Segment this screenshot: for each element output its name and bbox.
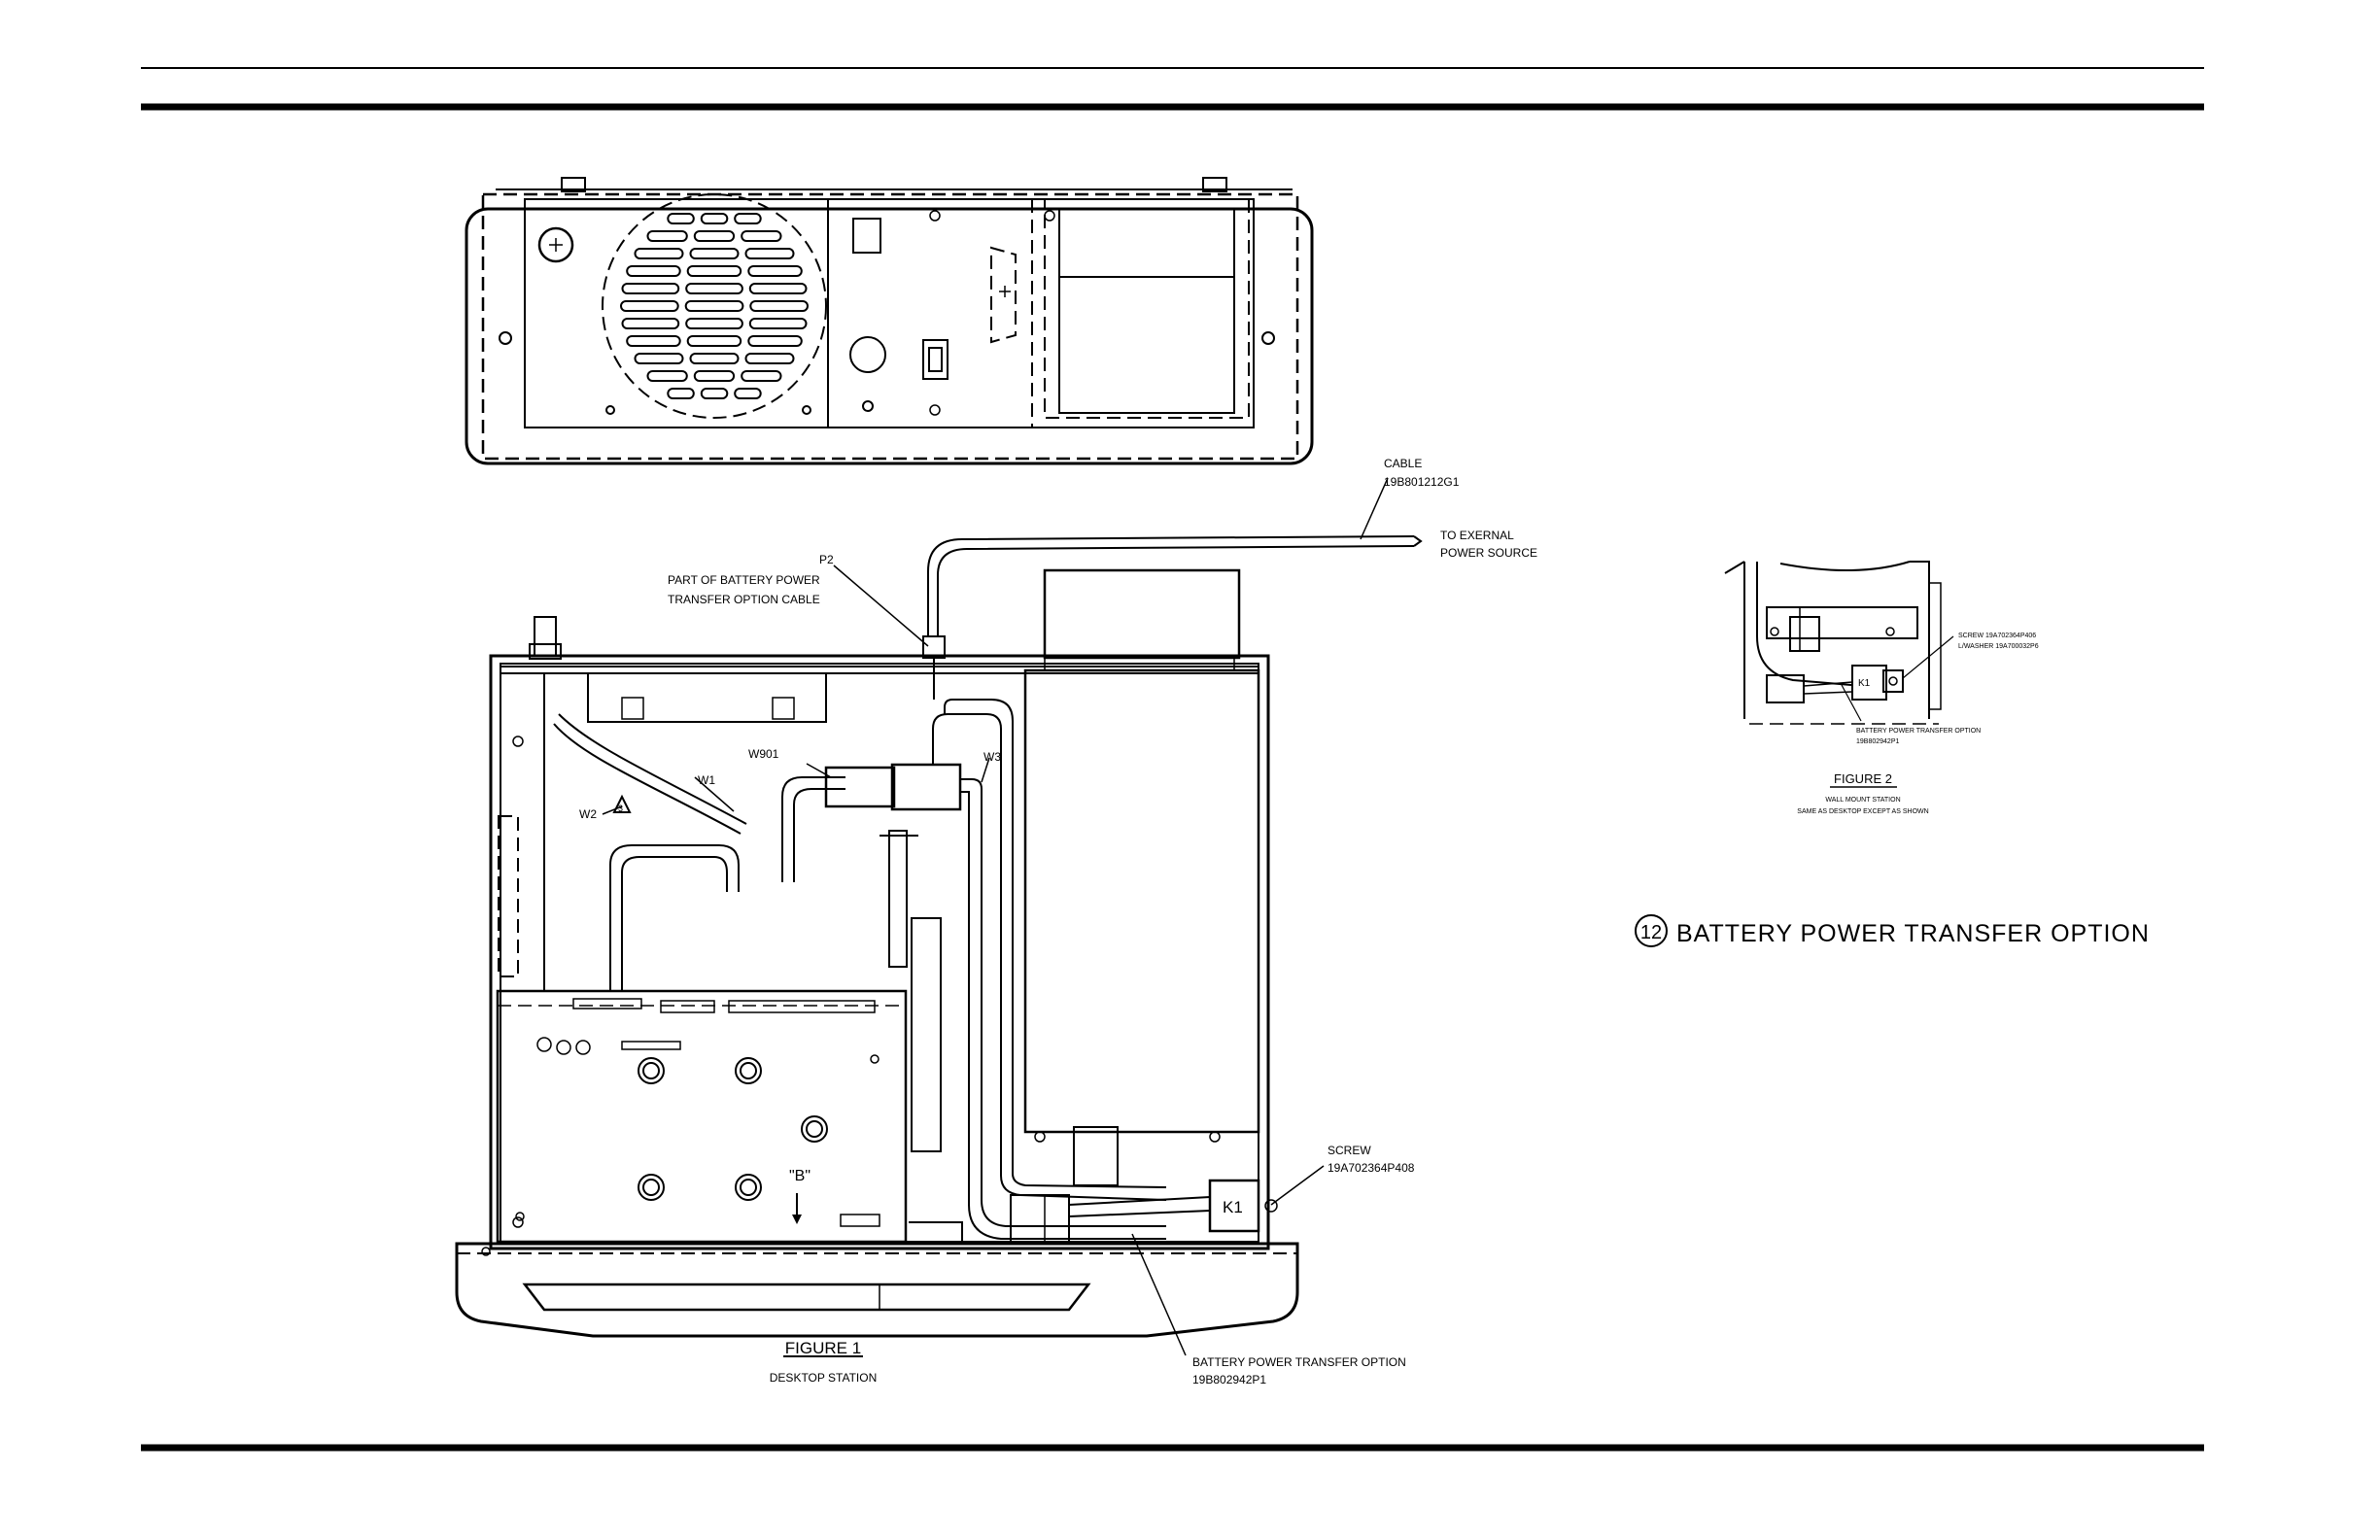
screw-part-number: 19A702364P408 xyxy=(1328,1161,1415,1175)
board-component-inner xyxy=(642,1062,660,1079)
board-component xyxy=(801,1115,828,1143)
figure1-caption: DESKTOP STATION xyxy=(770,1371,877,1385)
part-of-option-label-2: TRANSFER OPTION CABLE xyxy=(668,593,820,606)
section-title: BATTERY POWER TRANSFER OPTION xyxy=(1676,920,2150,947)
grille-slot xyxy=(685,318,743,329)
grille-slot xyxy=(646,370,688,382)
board-component-inner xyxy=(806,1120,823,1138)
w2-note-number: 3 xyxy=(618,804,623,813)
figure2-caption-2: SAME AS DESKTOP EXCEPT AS SHOWN xyxy=(1797,808,1928,815)
grille-slot xyxy=(693,230,736,242)
desktop-top-view xyxy=(455,477,1423,1357)
figure2-option-label-1: BATTERY POWER TRANSFER OPTION xyxy=(1856,728,1981,735)
figure1-title: FIGURE 1 xyxy=(785,1339,861,1357)
b-view-marker: "B" xyxy=(789,1168,811,1184)
w2-label: W2 xyxy=(579,807,597,821)
p2-label: P2 xyxy=(819,553,834,566)
figure2-screw-label-1: SCREW 19A702364P406 xyxy=(1958,633,2036,639)
grille-slot xyxy=(621,318,680,329)
grille-slot xyxy=(744,353,795,364)
board-component-inner xyxy=(740,1179,757,1196)
grille-slot xyxy=(734,213,762,224)
external-power-label-1: TO EXERNAL xyxy=(1440,529,1514,542)
cable-label: CABLE xyxy=(1384,457,1422,470)
board-component xyxy=(638,1174,665,1201)
grille-slot xyxy=(621,283,680,294)
figure2-caption-1: WALL MOUNT STATION xyxy=(1825,797,1900,804)
board-component xyxy=(735,1057,762,1084)
grille-slot xyxy=(646,230,688,242)
w1-label: W1 xyxy=(698,773,715,787)
grille-slot xyxy=(700,388,729,399)
grille-slot xyxy=(667,388,695,399)
grille-slot xyxy=(686,335,742,347)
grille-slot xyxy=(634,248,684,259)
figure2-detail xyxy=(1724,561,1954,788)
section-number-circle xyxy=(1635,914,1668,947)
board-component xyxy=(735,1174,762,1201)
figure2-k1-label: K1 xyxy=(1858,678,1871,689)
grille-slot xyxy=(689,353,740,364)
figure2-screw-label-2: L/WASHER 19A700032P6 xyxy=(1958,643,2039,650)
k1-relay xyxy=(1208,1179,1260,1233)
grille-slot xyxy=(734,388,762,399)
board-component-inner xyxy=(740,1062,757,1079)
k1-label: K1 xyxy=(1223,1198,1243,1216)
grille-slot xyxy=(620,300,679,312)
grille-slot xyxy=(747,335,803,347)
circuit-board xyxy=(496,989,908,1244)
board-component xyxy=(638,1057,665,1084)
grille-slot xyxy=(686,265,742,277)
figure2-title: FIGURE 2 xyxy=(1834,771,1892,786)
option-label-2: 19B802942P1 xyxy=(1192,1373,1266,1386)
grille-slot xyxy=(626,265,681,277)
power-jack-icon xyxy=(537,226,574,263)
grille-slot xyxy=(741,230,782,242)
grille-slot xyxy=(741,370,782,382)
screw-label: SCREW xyxy=(1328,1144,1371,1157)
figure2-option-label-2: 19B802942P1 xyxy=(1856,738,1899,745)
grille-slot xyxy=(685,283,743,294)
grille-slot xyxy=(748,283,808,294)
part-of-option-label-1: PART OF BATTERY POWER xyxy=(668,573,820,587)
option-label-1: BATTERY POWER TRANSFER OPTION xyxy=(1192,1355,1406,1369)
external-power-label-2: POWER SOURCE xyxy=(1440,546,1537,560)
grille-slot xyxy=(693,370,736,382)
grille-slot xyxy=(700,213,729,224)
grille-slot xyxy=(749,300,809,312)
section-number: 12 xyxy=(1640,922,1662,943)
grille-slot xyxy=(689,248,740,259)
grille-slot xyxy=(667,213,695,224)
grille-slot xyxy=(634,353,684,364)
grille-slot xyxy=(748,318,808,329)
rear-panel-view xyxy=(465,177,1314,465)
grille-slot xyxy=(747,265,803,277)
fan-grille-icon xyxy=(602,193,827,419)
cable-part-number: 19B801212G1 xyxy=(1384,475,1460,489)
w3-label: W3 xyxy=(983,750,1001,764)
board-component-inner xyxy=(642,1179,660,1196)
grille-slot xyxy=(744,248,795,259)
w901-label: W901 xyxy=(748,747,779,761)
grille-slot xyxy=(626,335,681,347)
grille-slot xyxy=(684,300,744,312)
